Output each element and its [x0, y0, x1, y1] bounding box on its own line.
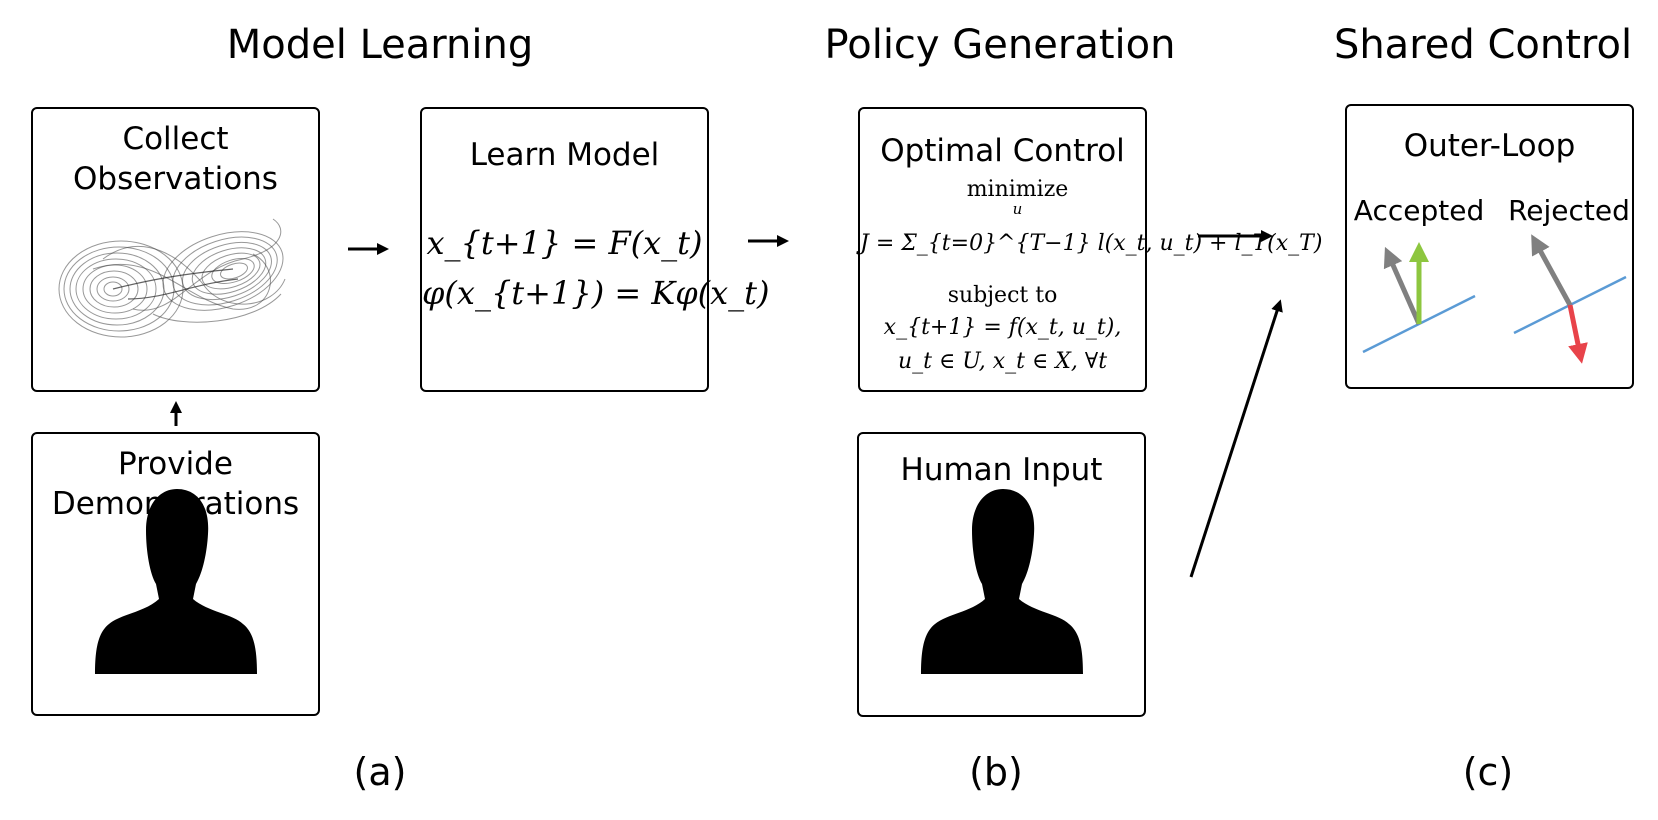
- person-silhouette-icon: [95, 489, 257, 674]
- lorenz-attractor-icon: [58, 218, 286, 338]
- learn-model-equation-state: x_{t+1} = F(x_t): [422, 224, 707, 262]
- minimize-label: minimize: [966, 177, 1069, 202]
- caption-b: (b): [969, 750, 1023, 794]
- caption-a: (a): [353, 750, 407, 794]
- person-silhouette-icon: [921, 489, 1083, 674]
- eq-state-text: x_{t+1} = F(x_t): [426, 224, 703, 262]
- dynamics-constraint-equation: x_{t+1} = f(x_t, u_t),: [883, 315, 1122, 340]
- rejected-output-arrow: [1567, 304, 1588, 364]
- learn-model-box: Learn Model x_{t+1} = F(x_t) φ(x_{t+1}) …: [420, 107, 770, 392]
- arrow-human-input-to-outer-loop: [1189, 299, 1283, 578]
- caption-c: (c): [1462, 750, 1514, 794]
- rejected-human-arrow: [1531, 234, 1573, 307]
- learn-model-title: Learn Model: [469, 137, 660, 173]
- section-title-policy-generation: Policy Generation: [824, 22, 1176, 68]
- minimize-subscript: u: [1012, 200, 1023, 218]
- accepted-human-arrow: [1383, 246, 1422, 326]
- provide-demonstrations-title-line1: Provide: [118, 446, 233, 482]
- accepted-label: Accepted: [1353, 194, 1485, 227]
- collect-observations-box: Collect Observations: [31, 107, 320, 392]
- section-title-model-learning: Model Learning: [226, 22, 534, 68]
- section-title-shared-control: Shared Control: [1333, 22, 1633, 68]
- human-input-title: Human Input: [900, 452, 1103, 488]
- collect-observations-title-line2: Observations: [73, 161, 278, 197]
- eq-koopman-text: φ(x_{t+1}) = Kφ(x_t): [422, 274, 770, 312]
- subject-to-label: subject to: [947, 283, 1058, 308]
- set-constraint-equation: u_t ∈ U, x_t ∈ X, ∀t: [897, 349, 1108, 374]
- collect-observations-title-line1: Collect: [122, 121, 229, 157]
- outer-loop-title: Outer-Loop: [1403, 128, 1576, 164]
- human-input-box: Human Input: [857, 432, 1146, 717]
- learn-model-equation-koopman: φ(x_{t+1}) = Kφ(x_t): [422, 274, 770, 312]
- provide-demonstrations-box: Provide Demonstrations: [31, 432, 320, 716]
- rejected-label: Rejected: [1508, 194, 1630, 227]
- outer-loop-box: Outer-Loop Accepted Rejected: [1345, 104, 1634, 389]
- outer-loop-illustration: [1362, 234, 1627, 364]
- optimal-control-title: Optimal Control: [880, 133, 1125, 169]
